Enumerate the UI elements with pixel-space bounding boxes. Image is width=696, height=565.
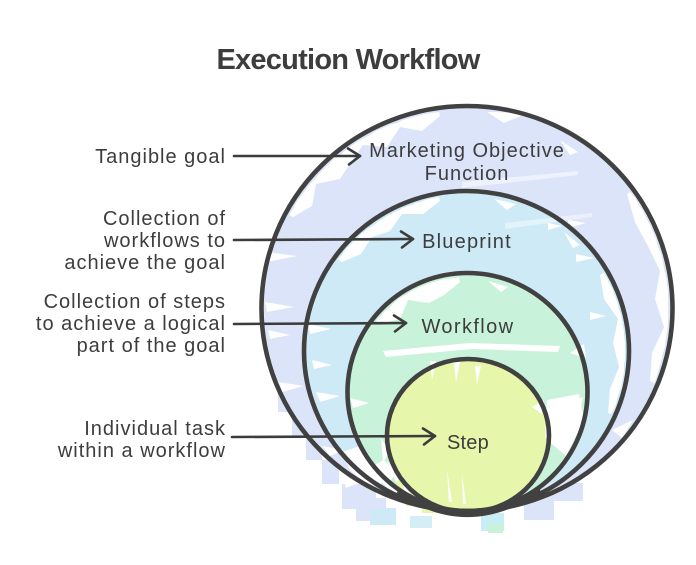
svg-text:Tangible goal: Tangible goal	[95, 146, 226, 168]
svg-text:Marketing Objective: Marketing Objective	[369, 140, 565, 162]
svg-text:Collection of: Collection of	[103, 208, 226, 230]
svg-text:Execution Workflow: Execution Workflow	[216, 44, 480, 76]
svg-text:workflows to: workflows to	[103, 230, 226, 252]
svg-text:Individual task: Individual task	[84, 418, 226, 440]
svg-text:Function: Function	[425, 163, 510, 185]
svg-text:Workflow: Workflow	[421, 316, 514, 338]
svg-text:to achieve a logical: to achieve a logical	[36, 313, 226, 335]
svg-text:Step: Step	[447, 432, 489, 454]
svg-text:part of the goal: part of the goal	[77, 335, 226, 357]
svg-text:Blueprint: Blueprint	[422, 231, 512, 253]
svg-text:Collection of steps: Collection of steps	[44, 291, 226, 313]
svg-text:achieve the goal: achieve the goal	[64, 252, 226, 274]
svg-text:within a workflow: within a workflow	[57, 440, 226, 462]
